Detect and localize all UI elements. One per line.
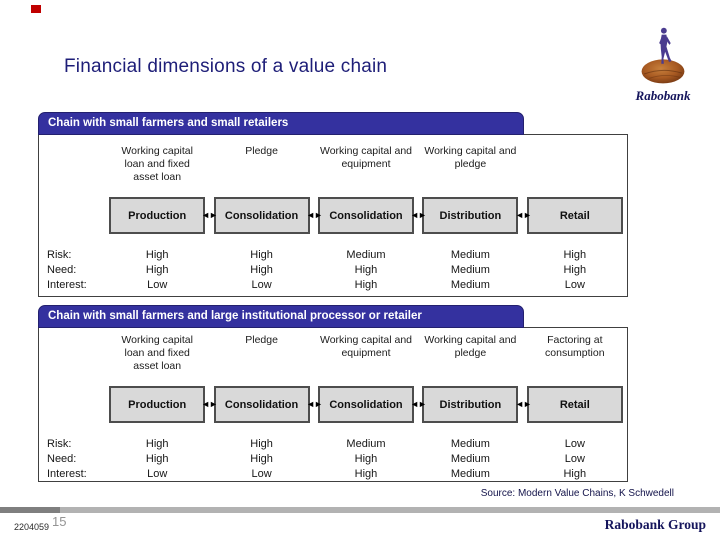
stage-box-production: Production (109, 386, 206, 424)
section-header-institutional: Chain with small farmers and large insti… (38, 305, 524, 328)
stage-box-distribution: Distribution (422, 197, 519, 235)
cell-value: Medium (450, 248, 490, 261)
cell-value: Medium (450, 452, 490, 465)
slide-accent-mark (31, 5, 41, 13)
cell-value: High (145, 248, 169, 261)
cell-value: High (563, 248, 587, 261)
stage-box-consolidation: Consolidation (317, 386, 414, 424)
rabobank-logo: Rabobank (626, 26, 700, 104)
cell-value: High (145, 263, 169, 276)
stage-box-production: Production (109, 197, 206, 235)
stages-row: Production Consolidation Consolidation D… (39, 197, 627, 235)
need-row: Need: High High High Medium High (39, 262, 627, 277)
risk-row: Risk: High High Medium Medium High (39, 247, 627, 262)
finance-label: Pledge (245, 145, 278, 157)
finance-label: Pledge (245, 334, 278, 346)
cell-value: Low (251, 467, 272, 480)
cell-value: Medium (450, 278, 490, 291)
document-number: 2204059 (14, 522, 50, 532)
attributes-table: Risk: High High Medium Medium Low Need: … (39, 436, 627, 481)
row-label: Need: (47, 452, 77, 465)
bidirectional-arrow-icon: ◄► (410, 399, 427, 410)
bidirectional-arrow-icon: ◄► (306, 399, 323, 410)
cell-value: High (145, 437, 169, 450)
page-number: 15 (52, 514, 67, 529)
cell-value: High (354, 467, 378, 480)
cell-value: Medium (450, 467, 490, 480)
finance-labels-row: Working capital loan and fixed asset loa… (39, 145, 627, 183)
section-header-label: Chain with small farmers and small retai… (48, 117, 289, 129)
cell-value: High (250, 248, 273, 261)
cell-value: High (354, 278, 378, 291)
finance-label: Working capital loan and fixed asset loa… (121, 334, 193, 372)
walking-man-on-globe-icon (641, 27, 685, 84)
source-note: Source: Modern Value Chains, K Schwedell (480, 488, 674, 499)
stage-box-consolidation: Consolidation (317, 197, 414, 235)
stages-row: Production Consolidation Consolidation D… (39, 386, 627, 424)
stage-box-consolidation: Consolidation (213, 197, 310, 235)
interest-row: Interest: Low Low High Medium Low (39, 277, 627, 292)
page-title: Financial dimensions of a value chain (64, 56, 388, 77)
section-header-label: Chain with small farmers and large insti… (48, 310, 422, 322)
bidirectional-arrow-icon: ◄► (515, 210, 532, 221)
row-label: Risk: (47, 248, 72, 261)
cell-value: Low (147, 467, 168, 480)
cell-value: Low (564, 437, 585, 450)
cell-value: Medium (346, 248, 386, 261)
risk-row: Risk: High High Medium Medium Low (39, 436, 627, 451)
row-label: Interest: (47, 278, 87, 291)
finance-labels-row: Working capital loan and fixed asset loa… (39, 334, 627, 372)
finance-label: Factoring at consumption (545, 334, 605, 359)
cell-value: High (145, 452, 169, 465)
bidirectional-arrow-icon: ◄► (515, 399, 532, 410)
row-label: Interest: (47, 467, 87, 480)
section-header-small-retailers: Chain with small farmers and small retai… (38, 112, 524, 135)
stage-box-retail: Retail (526, 197, 623, 235)
need-row: Need: High High High Medium Low (39, 451, 627, 466)
stage-box-consolidation: Consolidation (213, 386, 310, 424)
bidirectional-arrow-icon: ◄► (201, 399, 218, 410)
row-label: Risk: (47, 437, 72, 450)
bidirectional-arrow-icon: ◄► (201, 210, 218, 221)
stage-box-distribution: Distribution (422, 386, 519, 424)
finance-label: Working capital and equipment (319, 334, 412, 359)
interest-row: Interest: Low Low High Medium High (39, 466, 627, 481)
footer-divider-bar-accent (0, 507, 60, 513)
attributes-table: Risk: High High Medium Medium High Need:… (39, 247, 627, 292)
cell-value: Low (564, 278, 585, 291)
finance-label: Working capital and equipment (319, 145, 412, 170)
cell-value: High (563, 467, 587, 480)
cell-value: Medium (450, 437, 490, 450)
footer-brand: Rabobank Group (604, 517, 706, 532)
cell-value: High (250, 452, 273, 465)
finance-label (523, 145, 627, 183)
cell-value: Low (251, 278, 272, 291)
cell-value: Medium (450, 263, 490, 276)
cell-value: Low (147, 278, 168, 291)
walking-figure-icon (659, 27, 672, 64)
logo-wordmark: Rabobank (635, 88, 691, 103)
cell-value: High (563, 263, 587, 276)
finance-label: Working capital and pledge (424, 334, 517, 359)
footer-divider-bar (0, 507, 720, 513)
bidirectional-arrow-icon: ◄► (306, 210, 323, 221)
value-chain-diagram-1: Working capital loan and fixed asset loa… (38, 134, 628, 297)
value-chain-diagram-2: Working capital loan and fixed asset loa… (38, 327, 628, 482)
bidirectional-arrow-icon: ◄► (410, 210, 427, 221)
cell-value: High (250, 263, 273, 276)
cell-value: Low (564, 452, 585, 465)
cell-value: Medium (346, 437, 386, 450)
globe-icon (641, 59, 685, 84)
cell-value: High (250, 437, 273, 450)
cell-value: High (354, 452, 378, 465)
cell-value: High (354, 263, 378, 276)
finance-label: Working capital and pledge (424, 145, 517, 170)
finance-label: Working capital loan and fixed asset loa… (121, 145, 193, 183)
row-label: Need: (47, 263, 77, 276)
stage-box-retail: Retail (526, 386, 623, 424)
